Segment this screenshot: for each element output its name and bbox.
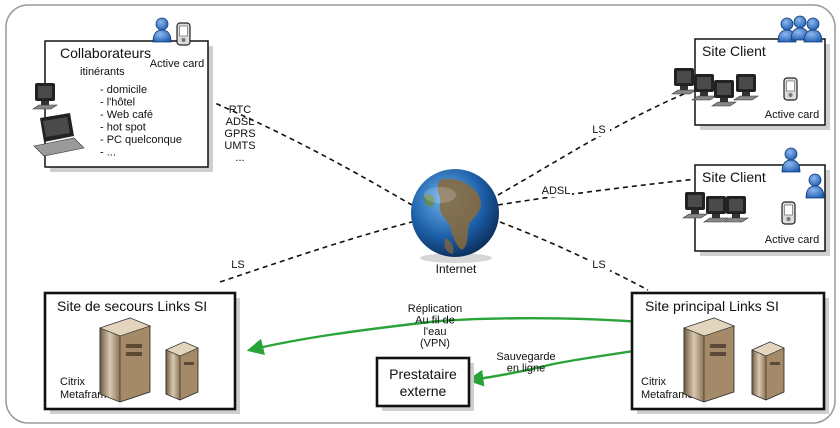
server-icon — [99, 317, 151, 403]
computer-icon — [32, 82, 58, 110]
site-client-mid-title: Site Client — [702, 169, 766, 185]
network-links — [207, 87, 707, 291]
collaborateurs-list-item: - domicile — [100, 84, 147, 96]
laptop-icon — [33, 113, 85, 157]
connection-type-label: UMTS — [224, 140, 255, 152]
site-secours-title: Site de secours Links SI — [57, 298, 207, 314]
collaborateurs-card-label: Active card — [150, 58, 204, 70]
sauvegarde-label-line: Sauvegarde — [496, 351, 555, 363]
site-client-mid-box: Site Client Active card — [694, 164, 830, 256]
connection-type-label: GPRS — [224, 128, 255, 140]
site-principal-title: Site principal Links SI — [645, 298, 779, 314]
collaborateurs-subtitle: itinérants — [80, 66, 125, 78]
connection-type-label: ... — [235, 152, 244, 164]
computer-icon — [682, 191, 708, 219]
collaborateurs-list-item: - ... — [100, 147, 116, 159]
active-card-icon — [783, 77, 798, 101]
computer-icon — [671, 67, 697, 95]
connection-type-label: RTC — [229, 104, 251, 116]
outer-frame — [5, 4, 836, 424]
active-card-icon — [781, 201, 796, 225]
collaborateurs-title: Collaborateurs — [60, 45, 151, 61]
site-secours-server-label-1: Citrix — [60, 376, 86, 388]
collaborateurs-list: - domicile- l'hôtel- Web café- hot spot-… — [100, 84, 182, 159]
replication-label-line: Au fil de — [415, 315, 455, 327]
connection-types-label: RTCADSLGPRSUMTS... — [224, 104, 255, 164]
user-icon — [803, 17, 823, 43]
internet-label: Internet — [436, 262, 477, 276]
replication-arrows — [246, 317, 655, 387]
server-icon — [165, 341, 199, 401]
collaborateurs-box: Collaborateurs itinérants - domicile- l'… — [44, 40, 213, 172]
replication-label-line: (VPN) — [420, 338, 450, 350]
connection-type-label: ADSL — [226, 116, 255, 128]
internet-globe-icon — [411, 169, 499, 263]
collaborateurs-list-item: - hot spot — [100, 122, 146, 134]
prestataire-label-line: Prestataire — [389, 366, 457, 382]
server-icon — [683, 317, 735, 403]
collaborateurs-list-item: - Web café — [100, 109, 153, 121]
site-client-mid-card-label: Active card — [765, 234, 819, 246]
replication-label-line: Réplication — [408, 303, 462, 315]
site-principal-server-label-2: Metaframe — [641, 389, 694, 401]
site-client-top-card-label: Active card — [765, 109, 819, 121]
prestataire-label-line: externe — [400, 383, 447, 399]
site-client-top-box: Site Client Active card — [694, 38, 830, 130]
site-principal-server-label-1: Citrix — [641, 376, 667, 388]
ls-bottom-right-label: LS — [592, 259, 605, 271]
collaborateurs-list-item: - PC quelconque — [100, 134, 182, 146]
ls-top-right-label: LS — [592, 124, 605, 136]
sauvegarde-label-line: en ligne — [507, 363, 546, 375]
server-icon — [751, 341, 785, 401]
active-card-icon — [176, 22, 191, 46]
user-icon — [152, 17, 172, 43]
user-icon — [781, 147, 801, 173]
site-client-top-title: Site Client — [702, 43, 766, 59]
adsl-label: ADSL — [542, 185, 571, 197]
collaborateurs-list-item: - l'hôtel — [100, 97, 135, 109]
ls-bottom-left-label: LS — [231, 259, 244, 271]
site-secours-server-label-2: Metaframe — [60, 389, 113, 401]
link-labels: LS ADSL LS LS — [227, 122, 610, 271]
replication-label-line: l'eau — [424, 326, 447, 338]
